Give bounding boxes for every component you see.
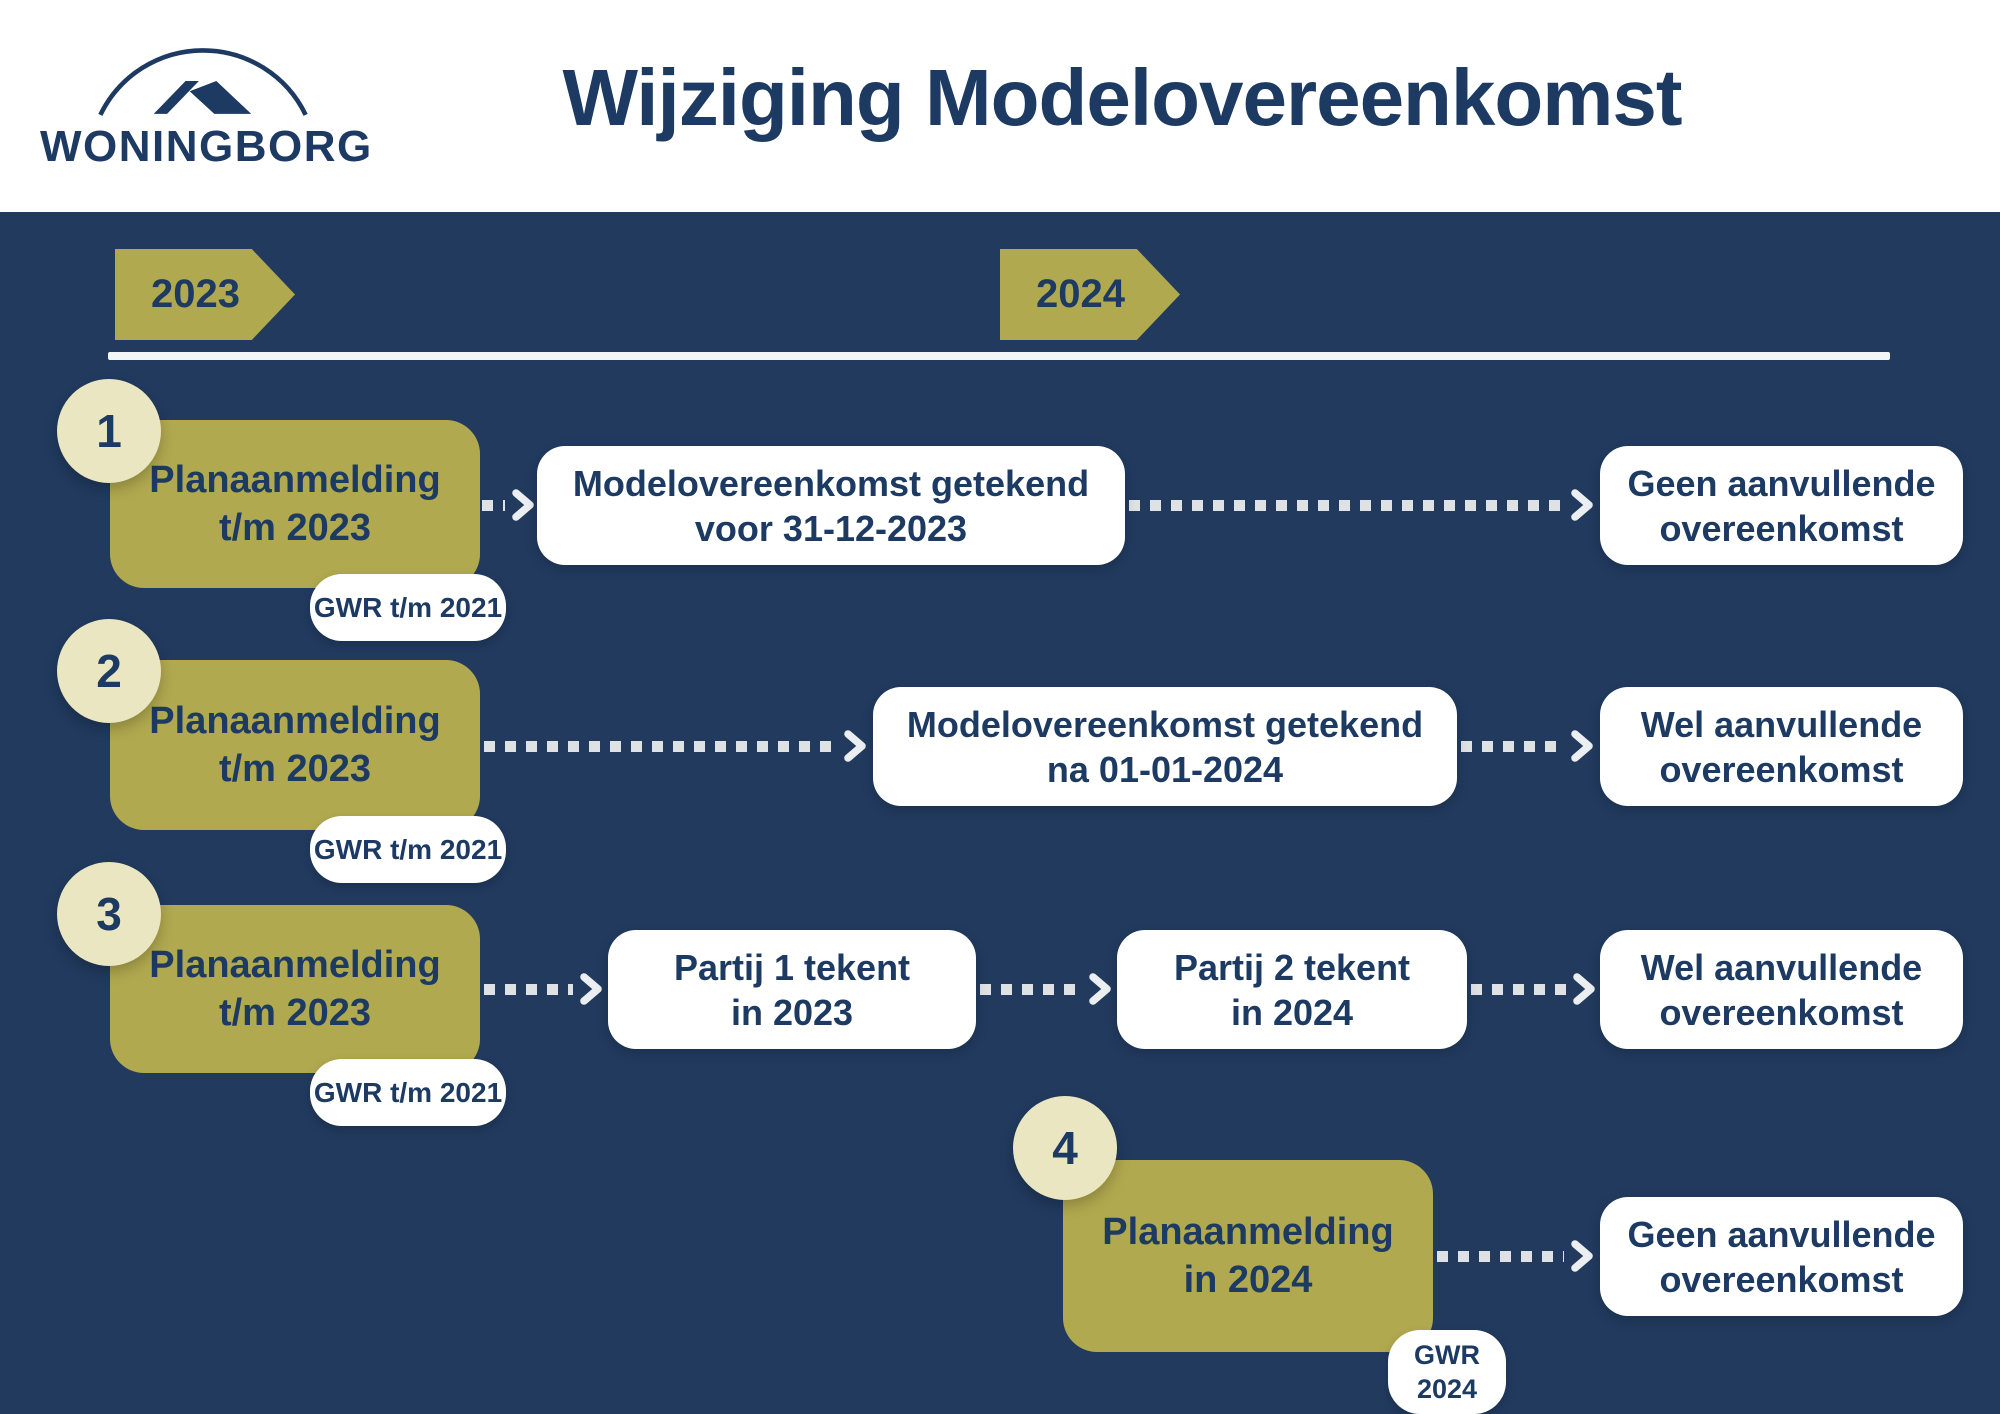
arrow-chevron-icon [844,730,866,762]
gwr-badge: GWR t/m 2021 [310,574,506,641]
plan-box-line: Planaanmelding [149,700,441,742]
outcome-box-line: Wel aanvullende [1640,946,1923,988]
step-number-badge: 2 [57,619,161,723]
outcome-box-line: Geen aanvullende [1627,1213,1936,1255]
step-number: 2 [96,645,122,697]
plan-box-line: t/m 2023 [218,992,372,1034]
arrow-dots [484,740,837,752]
step-box-line: voor 31-12-2023 [694,507,968,549]
outcome-box-line: overeenkomst [1659,507,1904,549]
dotted-arrow [484,972,604,1006]
dotted-arrow [1437,1239,1595,1273]
step-box-line: Modelovereenkomst getekend [572,462,1090,504]
arrow-chevron-icon [1573,973,1595,1005]
header-bar: WONINGBORG Wijziging Modelovereenkomst [0,0,2000,212]
dotted-arrow [980,972,1113,1006]
arrow-chevron-icon [1571,730,1593,762]
step-box-line: Modelovereenkomst getekend [906,703,1424,745]
year-tag-2024: 2024 [1000,249,1180,340]
arrow-dots [484,983,573,995]
arrow-dots [980,983,1082,995]
step-number: 3 [96,888,122,940]
step-box-line: Partij 2 tekent [1173,946,1411,988]
arrow-chevron-icon [1571,489,1593,521]
arrow-dots [482,499,505,511]
step-number-badge: 1 [57,379,161,483]
plan-box: Planaanmelding t/m 2023 [110,420,480,588]
plan-box-line: t/m 2023 [218,507,372,549]
plan-box-line: Planaanmelding [149,944,441,986]
dotted-arrow [1471,972,1597,1006]
dotted-arrow [484,729,868,763]
step-number-badge: 3 [57,862,161,966]
gwr-badge: GWR t/m 2021 [310,816,506,883]
gwr-badge: GWR t/m 2021 [310,1059,506,1126]
plan-box: Planaanmelding t/m 2023 [110,905,480,1073]
step-box-line: na 01-01-2024 [1046,748,1284,790]
dotted-arrow [1461,729,1595,763]
outcome-box-line: overeenkomst [1659,1258,1904,1300]
arrow-chevron-icon [1571,1240,1593,1272]
step-number: 4 [1052,1122,1078,1174]
step-box-line: in 2024 [1230,991,1354,1033]
step-number: 1 [96,405,122,457]
step-box: Partij 1 tekent in 2023 [608,930,976,1049]
dotted-arrow [482,488,536,522]
plan-box: Planaanmelding in 2024 [1063,1160,1433,1352]
gwr-badge-label: GWR t/m 2021 [313,591,503,623]
plan-box-line: Planaanmelding [149,459,441,501]
woningborg-logo: WONINGBORG [40,40,373,180]
gwr-badge-label: GWR t/m 2021 [313,833,503,865]
gwr-badge-label: GWR [1414,1340,1480,1370]
year-tag-label: 2024 [1036,272,1125,316]
step-box: Modelovereenkomst getekend na 01-01-2024 [873,687,1457,806]
step-box-line: in 2023 [730,991,854,1033]
plan-box: Planaanmelding t/m 2023 [110,660,480,830]
plan-box-line: t/m 2023 [218,748,372,790]
plan-box-line: in 2024 [1183,1259,1313,1301]
arrow-dots [1471,983,1566,995]
outcome-box: Geen aanvullende overeenkomst [1600,1197,1963,1316]
arrow-chevron-icon [580,973,602,1005]
gwr-badge-label: 2024 [1416,1374,1478,1404]
step-box: Partij 2 tekent in 2024 [1117,930,1467,1049]
page-title: Wijziging Modelovereenkomst [562,53,1682,142]
timeline-line [108,352,1890,360]
outcome-box-line: overeenkomst [1659,748,1904,790]
gwr-badge-label: GWR t/m 2021 [313,1076,503,1108]
arrow-chevron-icon [512,489,534,521]
logo-wordmark: WONINGBORG [40,122,373,171]
arrow-dots [1129,499,1564,511]
outcome-box-line: Wel aanvullende [1640,703,1923,745]
year-tag-label: 2023 [151,272,240,316]
step-number-badge: 4 [1013,1096,1117,1200]
gwr-badge: GWR 2024 [1388,1330,1506,1414]
plan-box-line: Planaanmelding [1102,1211,1394,1253]
outcome-box-line: Geen aanvullende [1627,462,1936,504]
step-box: Modelovereenkomst getekend voor 31-12-20… [537,446,1125,565]
arrow-chevron-icon [1089,973,1111,1005]
arrow-dots [1437,1250,1564,1262]
arrow-dots [1461,740,1564,752]
logo-house-icon [98,48,308,116]
outcome-box: Geen aanvullende overeenkomst [1600,446,1963,565]
outcome-box: Wel aanvullende overeenkomst [1600,687,1963,806]
outcome-box: Wel aanvullende overeenkomst [1600,930,1963,1049]
outcome-box-line: overeenkomst [1659,991,1904,1033]
step-box-line: Partij 1 tekent [673,946,911,988]
year-tag-2023: 2023 [115,249,295,340]
dotted-arrow [1129,488,1595,522]
